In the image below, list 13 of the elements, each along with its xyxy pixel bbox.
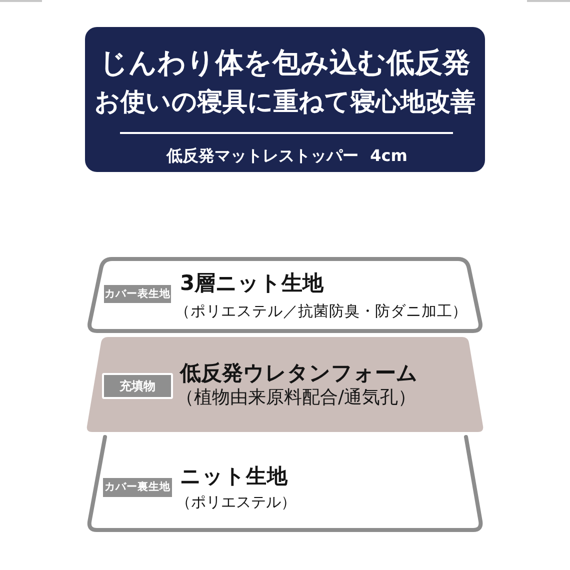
product-name: 低反発マットレストッパー 4cm [166, 148, 408, 164]
layer-description: （ポリエステル） [176, 494, 296, 510]
headline: じんわり体を包み込む低反発 [100, 49, 470, 77]
category-tag: 充填物 [102, 373, 173, 399]
category-tag: カバー裏生地 [103, 478, 172, 497]
layer-title: 低反発ウレタンフォーム [180, 362, 418, 384]
headline: お使いの寝具に重ねて寝心地改善 [94, 88, 476, 114]
layer-title: ニット生地 [180, 466, 288, 486]
header-banner [85, 27, 485, 172]
layer-description: （ポリエステル／抗菌防臭・防ダニ加工） [175, 304, 468, 318]
layer-title: 3層ニット生地 [180, 272, 324, 294]
category-tag: カバー表生地 [104, 285, 171, 303]
layer-description: （植物由来原料配合/通気孔） [176, 389, 416, 407]
